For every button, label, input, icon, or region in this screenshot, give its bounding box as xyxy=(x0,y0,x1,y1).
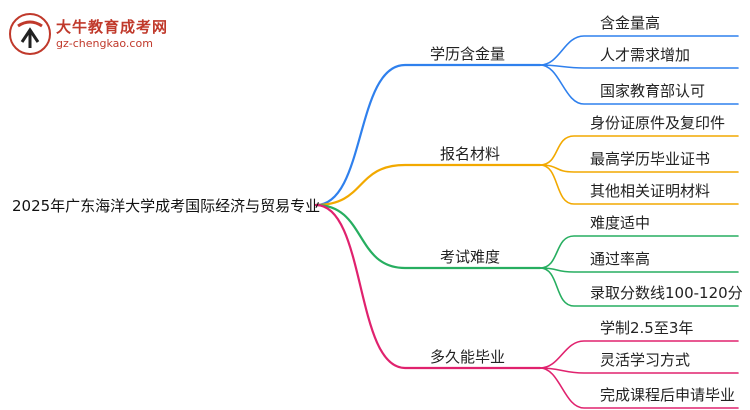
leaf-connector xyxy=(539,64,739,69)
site-logo: 大牛教育成考网 gz-chengkao.com xyxy=(8,12,178,56)
leaf-connector xyxy=(539,235,739,269)
branch-connector xyxy=(314,203,542,270)
leaf-label: 国家教育部认可 xyxy=(600,82,706,100)
leaf-label: 通过率高 xyxy=(590,250,651,268)
branch-label: 多久能毕业 xyxy=(430,348,506,366)
branch-label: 报名材料 xyxy=(440,145,501,163)
leaf-label: 含金量高 xyxy=(600,14,661,32)
leaf-label: 完成课程后申请毕业 xyxy=(600,386,736,404)
branch-label: 学历含金量 xyxy=(430,45,506,63)
leaf-connector xyxy=(539,367,739,409)
leaf-connector xyxy=(539,267,739,273)
leaf-label: 难度适中 xyxy=(590,214,651,232)
logo-title: 大牛教育成考网 xyxy=(56,18,169,36)
leaf-connector xyxy=(539,64,739,105)
leaf-connector xyxy=(539,340,739,369)
leaf-label: 身份证原件及复印件 xyxy=(590,114,726,132)
logo-url: gz-chengkao.com xyxy=(56,37,153,50)
leaf-label: 人才需求增加 xyxy=(600,46,691,64)
leaf-label: 灵活学习方式 xyxy=(600,351,691,369)
leaf-label: 最高学历毕业证书 xyxy=(590,150,711,168)
branch-label: 考试难度 xyxy=(440,248,501,266)
logo-mark-icon xyxy=(9,13,51,55)
branch-connector xyxy=(314,63,542,207)
leaf-label: 学制2.5至3年 xyxy=(600,319,694,337)
mindmap-root-topic: 2025年广东海洋大学成考国际经济与贸易专业 xyxy=(12,197,321,215)
leaf-connector xyxy=(539,267,739,307)
leaf-connector xyxy=(539,367,739,374)
branch-connector xyxy=(314,203,542,370)
leaf-label: 其他相关证明材料 xyxy=(590,182,711,200)
leaf-connector xyxy=(539,164,739,205)
leaf-connector xyxy=(539,35,739,66)
leaf-connector xyxy=(539,135,739,166)
leaf-connector xyxy=(539,164,739,173)
branch-connector xyxy=(314,163,542,207)
leaf-label: 录取分数线100-120分 xyxy=(590,284,743,302)
